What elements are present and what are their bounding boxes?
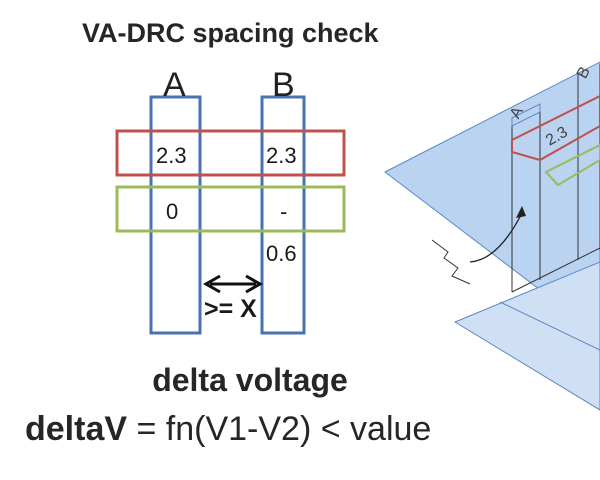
red-band <box>115 129 346 177</box>
perspective-view <box>384 61 600 411</box>
upper-plane <box>384 61 600 306</box>
connect-line-2 <box>499 301 600 351</box>
spacing-arrow-left-head <box>202 274 221 294</box>
perspective-red-band <box>511 94 600 162</box>
spacing-arrow-right-head <box>245 274 264 294</box>
column-b-bottom-value-2: 0.6 <box>266 241 297 266</box>
column-a-rect <box>149 95 202 335</box>
green-band <box>115 185 346 233</box>
column-a-top-value: 2.3 <box>156 143 187 168</box>
connect-line-1 <box>511 247 600 293</box>
flat-diagram <box>115 95 346 335</box>
diagram-title: VA-DRC spacing check <box>82 18 379 48</box>
formula: deltaV = fn(V1-V2) < value <box>25 410 431 449</box>
formula-variable: deltaV <box>25 410 128 448</box>
column-a-label: A <box>163 66 186 104</box>
curved-arrow-head <box>516 206 526 218</box>
curved-arrow <box>469 212 523 263</box>
pillar-a-top <box>511 103 541 127</box>
formula-expression: = fn(V1-V2) < value <box>127 410 432 448</box>
column-b-rect <box>260 95 306 335</box>
spacing-label: >= X <box>204 295 257 323</box>
column-b-label: B <box>272 66 295 104</box>
perspective-green-band <box>544 143 600 187</box>
column-a-bottom-value: 0 <box>166 199 179 224</box>
column-b-bottom-value: - <box>280 199 288 224</box>
lower-plane <box>453 261 600 411</box>
zigzag-connector <box>431 239 471 285</box>
delta-voltage-heading: delta voltage <box>152 362 348 398</box>
column-b-top-value: 2.3 <box>266 143 297 168</box>
